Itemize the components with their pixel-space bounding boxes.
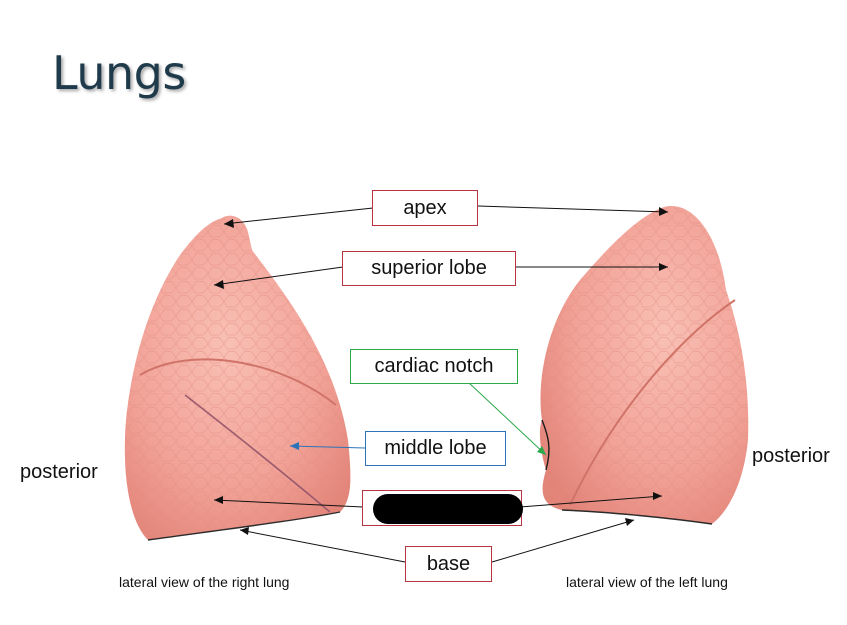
left-lung-caption: lateral view of the left lung (566, 574, 728, 590)
middle-lobe-label: middle lobe (365, 431, 506, 466)
posterior-label-right-lung: posterior (20, 461, 98, 484)
redaction-mark (373, 494, 523, 524)
right-lung-caption: lateral view of the right lung (119, 574, 289, 590)
posterior-label-left-lung: posterior (752, 445, 830, 468)
apex-label: apex (372, 190, 478, 226)
right-lung-illustration (125, 216, 351, 540)
superior-lobe-label: superior lobe (342, 251, 516, 286)
apex-pointer-right-lung (224, 208, 373, 224)
apex-pointer-left-lung (478, 206, 668, 212)
base-pointer-left (492, 520, 634, 562)
cardiac-notch-label: cardiac notch (350, 349, 518, 384)
base-pointer-right (240, 530, 405, 562)
left-lung-illustration (540, 206, 748, 524)
base-label: base (405, 546, 492, 582)
